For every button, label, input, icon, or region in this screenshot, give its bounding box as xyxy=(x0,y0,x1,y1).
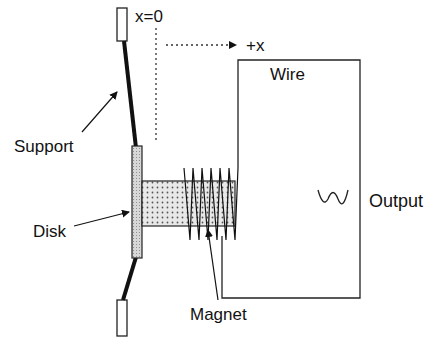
support-line xyxy=(123,257,136,300)
axis-label: +x xyxy=(246,37,264,54)
coil-windings xyxy=(184,168,238,240)
coil-lead xyxy=(221,236,222,240)
leader-line xyxy=(74,212,129,226)
support-line xyxy=(124,41,136,148)
part-label: Magnet xyxy=(190,306,247,323)
coil-winding xyxy=(184,168,238,240)
part-label: Support xyxy=(14,138,74,155)
part-label: Wire xyxy=(270,66,305,83)
axis-label: x=0 xyxy=(135,8,163,25)
leader-line xyxy=(208,230,218,300)
support-bracket xyxy=(117,8,127,41)
support-bracket xyxy=(117,300,127,336)
leader-line xyxy=(82,92,117,132)
direction-arrow xyxy=(166,44,236,45)
output-wave xyxy=(318,190,348,204)
reference-line xyxy=(155,28,156,140)
part-label: Disk xyxy=(33,223,66,240)
signal-label: Output xyxy=(369,192,423,210)
wire xyxy=(222,60,360,298)
disk xyxy=(132,146,142,258)
